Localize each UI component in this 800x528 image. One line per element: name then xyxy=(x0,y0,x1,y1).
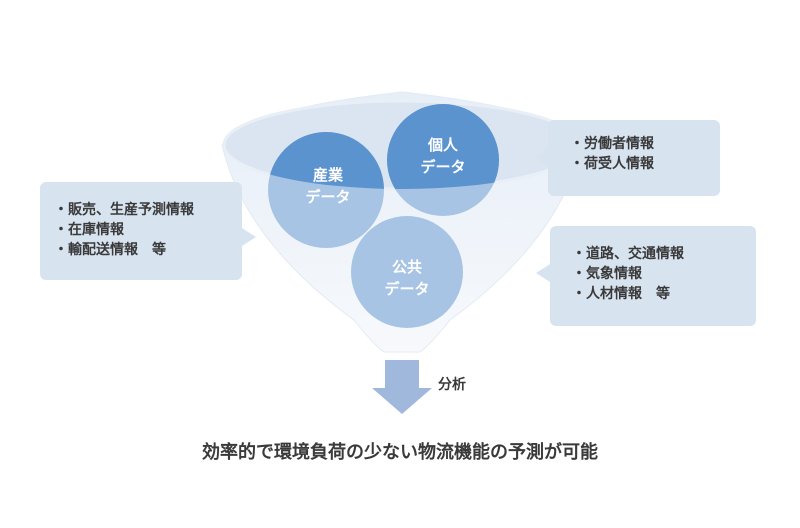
bubble-label-line: データ xyxy=(305,188,351,206)
list-item: 荷受人情報 xyxy=(570,154,720,174)
list-item: 在庫情報 xyxy=(54,220,242,240)
bubble-label-line: データ xyxy=(384,280,430,298)
callout-list: 労働者情報 荷受人情報 xyxy=(548,120,720,174)
callout-list: 道路、交通情報 気象情報 人材情報 等 xyxy=(550,226,756,304)
list-item: 労働者情報 xyxy=(570,134,720,154)
callout-personal-data: 労働者情報 荷受人情報 xyxy=(534,120,720,196)
industrial-data-label: 産業 データ xyxy=(276,164,380,208)
callout-pointer xyxy=(536,264,550,282)
list-item: 道路、交通情報 xyxy=(572,244,756,264)
list-item: 販売、生産予測情報 xyxy=(54,200,242,220)
industrial-data-bubble-upper xyxy=(268,132,384,189)
callout-pointer xyxy=(242,228,256,246)
bubble-label-line: 産業 xyxy=(312,166,343,184)
callout-list: 販売、生産予測情報 在庫情報 輸配送情報 等 xyxy=(40,182,242,260)
analysis-label: 分析 xyxy=(438,377,466,393)
public-data-label: 公共 データ xyxy=(352,256,462,300)
conclusion-text: 効率的で環境負荷の少ない物流機能の予測が可能 xyxy=(202,442,598,463)
personal-data-label: 個人 データ xyxy=(388,134,498,178)
bubble-label-line: データ xyxy=(420,158,466,176)
public-data-bubble xyxy=(351,216,463,328)
list-item: 気象情報 xyxy=(572,264,756,284)
callout-pointer xyxy=(534,148,548,166)
callout-sales-data: 販売、生産予測情報 在庫情報 輸配送情報 等 xyxy=(40,182,256,280)
callout-public-data: 道路、交通情報 気象情報 人材情報 等 xyxy=(536,226,756,326)
bubble-label-line: 個人 xyxy=(427,136,458,154)
list-item: 人材情報 等 xyxy=(572,284,756,304)
bubble-label-line: 公共 xyxy=(391,258,422,276)
list-item: 輸配送情報 等 xyxy=(54,240,242,260)
analysis-arrow-icon xyxy=(372,360,432,414)
